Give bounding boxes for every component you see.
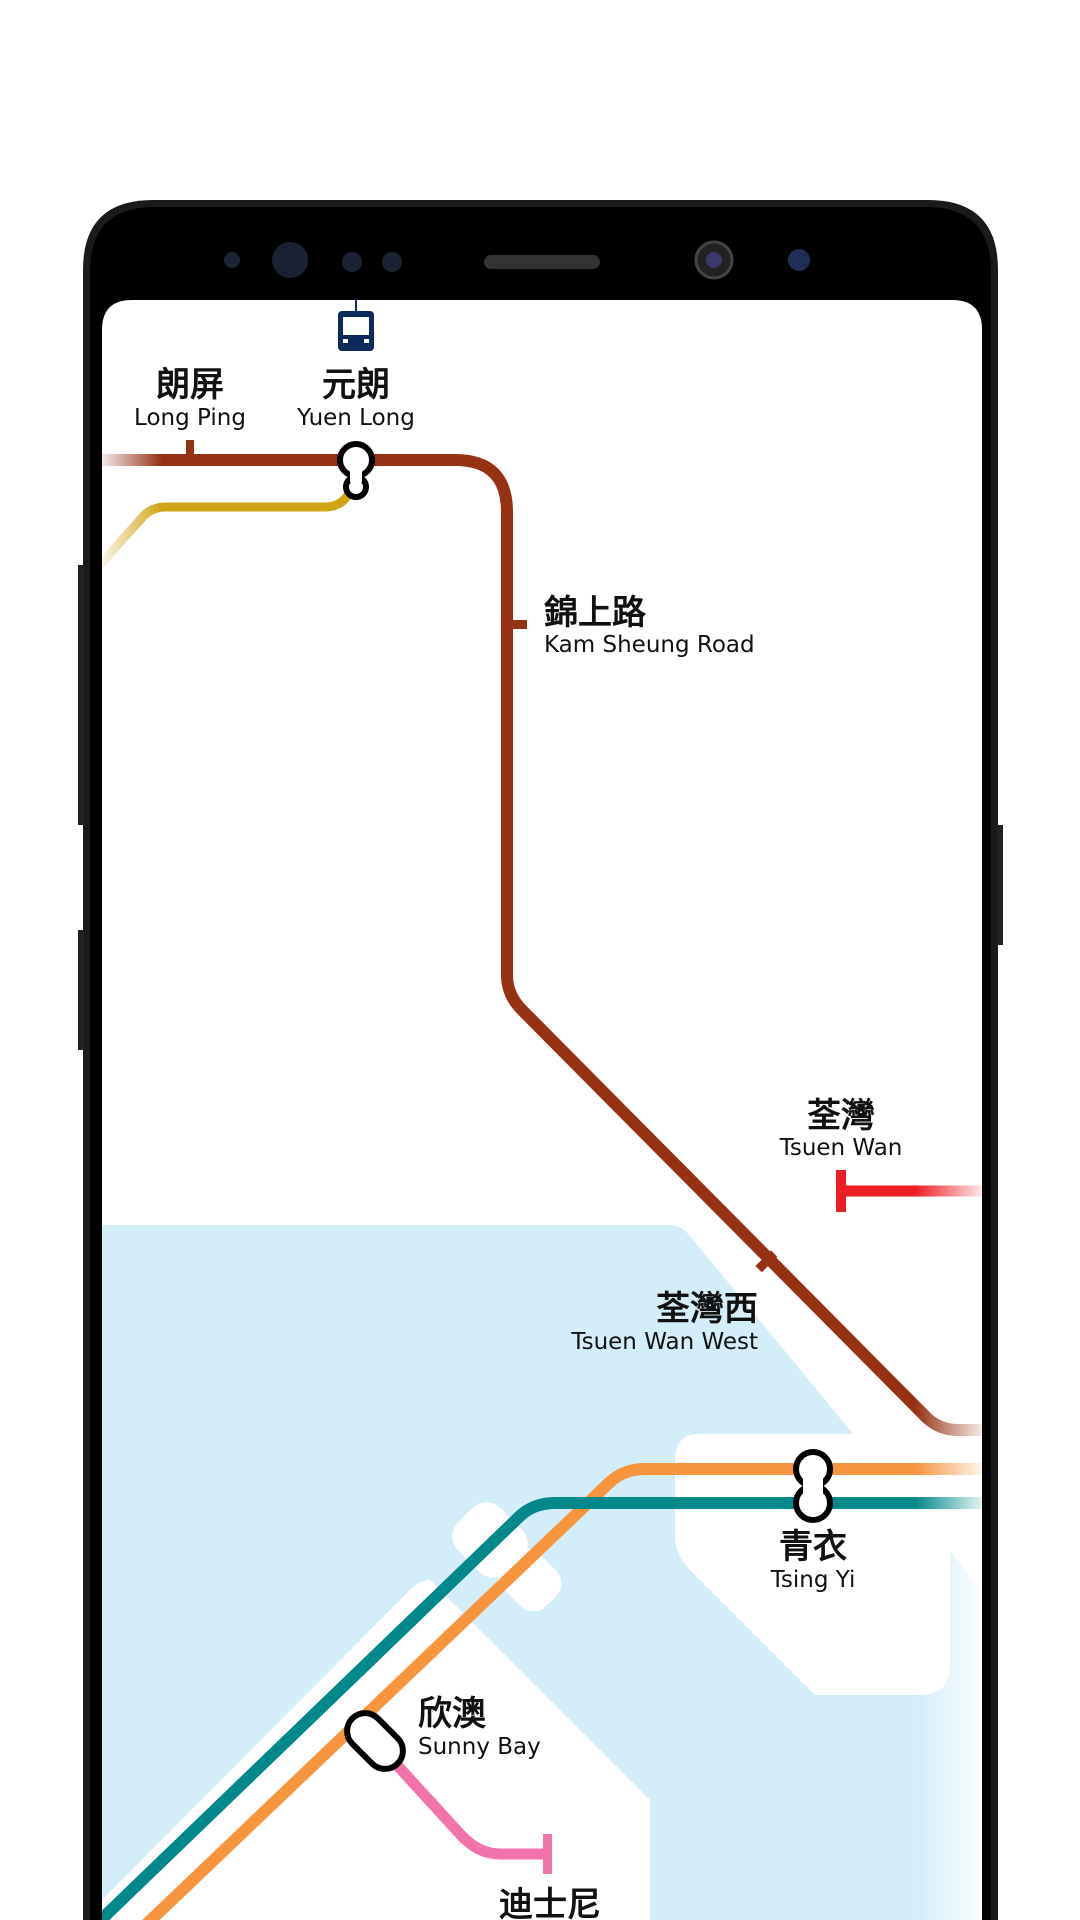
station-tick-tsuen-wan[interactable]	[836, 1170, 846, 1212]
sensor-icon	[224, 252, 240, 268]
station-label-zh-long-ping[interactable]: 朗屏	[156, 365, 224, 405]
station-label-zh-sunny-bay[interactable]: 欣澳	[418, 1694, 487, 1734]
sensor-icon	[382, 252, 402, 272]
tram-icon	[338, 300, 374, 351]
station-label-zh-tsuen-wan[interactable]: 荃灣	[807, 1096, 875, 1136]
bixby-button	[78, 930, 84, 1050]
speaker-grille	[484, 255, 600, 269]
station-label-en-tsuen-wan-west[interactable]: Tsuen Wan West	[570, 1329, 758, 1355]
airport-express-line	[102, 1497, 982, 1920]
iris-sensor-icon	[272, 242, 308, 278]
power-button	[997, 825, 1003, 945]
sensor-icon	[342, 252, 362, 272]
volume-button	[78, 565, 84, 825]
station-tick-kam-sheung-road[interactable]	[507, 620, 527, 629]
station-label-zh-disneyland[interactable]: 迪士尼	[499, 1885, 601, 1920]
sensor-icon	[788, 249, 810, 271]
map-view[interactable]: 朗屏 Long Ping 元朗 Yuen Long 錦上路 Kam Sheung…	[80, 300, 995, 1920]
station-tick-disneyland[interactable]	[543, 1834, 552, 1874]
station-tsing-yi-interchange[interactable]	[793, 1449, 833, 1523]
station-label-zh-kam-sheung-road[interactable]: 錦上路	[544, 593, 647, 633]
station-label-en-yuen-long[interactable]: Yuen Long	[296, 405, 415, 431]
station-label-en-kam-sheung-road[interactable]: Kam Sheung Road	[544, 632, 755, 658]
station-label-en-long-ping[interactable]: Long Ping	[134, 405, 246, 431]
station-label-zh-tsing-yi[interactable]: 青衣	[779, 1527, 847, 1567]
station-label-zh-yuen-long[interactable]: 元朗	[322, 365, 390, 405]
station-yuen-long-interchange[interactable]	[337, 441, 375, 500]
station-label-en-sunny-bay[interactable]: Sunny Bay	[418, 1734, 541, 1760]
station-tick-long-ping[interactable]	[186, 440, 194, 460]
station-label-en-tsuen-wan[interactable]: Tsuen Wan	[779, 1135, 903, 1161]
tung-chung-line	[125, 1463, 982, 1920]
disneyland-line	[370, 1737, 547, 1860]
station-sunny-bay-interchange[interactable]	[340, 1706, 411, 1777]
station-label-en-tsing-yi[interactable]: Tsing Yi	[770, 1567, 856, 1593]
station-label-zh-tsuen-wan-west[interactable]: 荃灣西	[656, 1289, 758, 1329]
station-tick-tsuen-wan-west[interactable]	[755, 1250, 778, 1273]
